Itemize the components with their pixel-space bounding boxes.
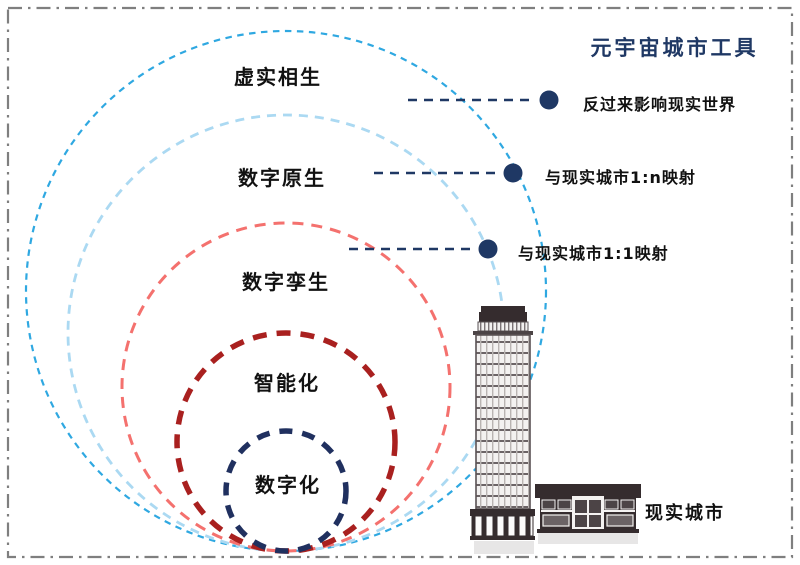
annotation-connector-3 [349,239,498,259]
ring-label-shuzihua: 数字化 [255,473,321,497]
ring-label-shuziyuansheng: 数字原生 [238,166,326,190]
real-city-label: 现实城市 [645,503,725,524]
annotation-label-3: 与现实城市1:1映射 [518,244,669,263]
ring-label-zhinenghua: 智能化 [254,371,320,395]
ring-label-xushixiangsheng: 虚实相生 [234,65,322,89]
annotation-connector-1 [408,90,559,110]
ring-zhinenghua [174,330,398,554]
ring-shuzihua [223,428,349,554]
connector-dot [478,239,498,259]
storefront-building-icon [535,484,641,544]
annotation-label-1: 反过来影响现实世界 [583,95,737,114]
dashed-border [6,6,794,559]
annotation-label-2: 与现实城市1:n映射 [545,168,696,187]
annotation-connector-2 [374,163,523,183]
connector-dot [503,163,523,183]
skyscraper-icon [470,306,535,554]
connector-dot [539,90,559,110]
diagram-title: 元宇宙城市工具 [590,36,759,60]
ring-label-shuziluansheng: 数字孪生 [242,270,330,294]
